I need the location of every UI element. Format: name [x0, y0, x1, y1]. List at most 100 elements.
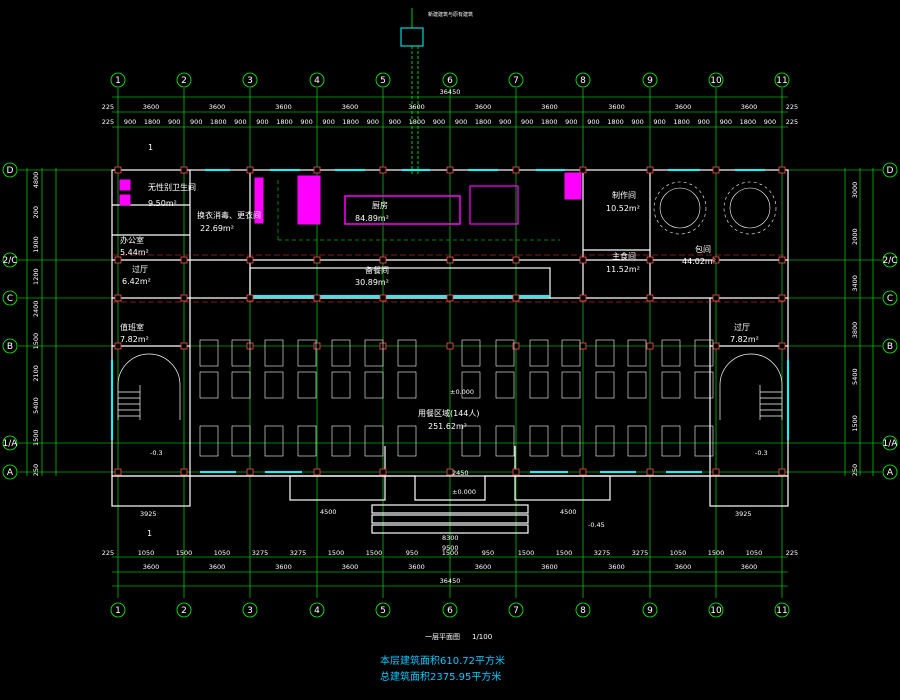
banquet-tables — [653, 181, 777, 235]
stair-section-mark: 1 — [147, 529, 152, 538]
stair-left — [117, 353, 181, 420]
axis-top-11: 11 — [774, 72, 790, 88]
dim-top-segment: 900 — [521, 118, 533, 126]
dim-bottom-segment: 1050 — [214, 549, 231, 557]
room-staple-area: 11.52m² — [606, 265, 640, 274]
dining-table — [461, 371, 481, 399]
axis-top-6-label: 6 — [447, 76, 453, 86]
corridor-right: 3925 — [735, 510, 752, 518]
column — [778, 256, 786, 264]
dining-table — [264, 425, 284, 457]
entry-mid: 2450 — [452, 469, 469, 477]
axis-bottom-9-label: 9 — [647, 606, 653, 616]
service-lines — [277, 180, 560, 241]
dim-bottom-segment: 1500 — [366, 549, 383, 557]
axis-right-C-label: C — [887, 294, 893, 304]
axis-top-5: 5 — [375, 72, 391, 88]
axis-right-1/A: 1/A — [883, 435, 898, 451]
column — [778, 468, 786, 476]
room-kitchen-area: 84.89m² — [355, 214, 389, 223]
dining-table — [627, 339, 647, 367]
axis-top-8: 8 — [575, 72, 591, 88]
dim-top-bay: 3600 — [541, 103, 558, 111]
dining-table — [461, 425, 481, 457]
axis-bottom-6: 6 — [442, 602, 458, 618]
axis-top-3: 3 — [242, 72, 258, 88]
dim-top-bay: 3600 — [275, 103, 292, 111]
dim-right: 5400 — [851, 368, 859, 385]
column — [313, 166, 321, 174]
room-staple-name: 主食间 — [612, 251, 636, 261]
section-top-mark: 1 — [148, 143, 153, 152]
axis-right-A: A — [882, 464, 898, 480]
dining-table — [529, 339, 549, 367]
dim-top-segment: 1800 — [276, 118, 293, 126]
dim-right: 3800 — [851, 322, 859, 339]
dining-table — [199, 339, 219, 367]
axis-bottom-1-label: 1 — [115, 606, 121, 616]
dim-top-segment: 1800 — [541, 118, 558, 126]
axis-bottom-8: 8 — [575, 602, 591, 618]
column — [180, 166, 188, 174]
column — [180, 468, 188, 476]
column — [579, 342, 587, 350]
dining-table — [595, 371, 615, 399]
area-this-floor: 本层建筑面积610.72平方米 — [380, 656, 505, 667]
axis-bottom-8-label: 8 — [580, 606, 586, 616]
column — [646, 256, 654, 264]
dim-top-segment: 1800 — [607, 118, 624, 126]
dim-top-bay: 3600 — [675, 103, 692, 111]
axis-top-9-label: 9 — [647, 76, 653, 86]
column — [114, 294, 122, 302]
dim-top-segment: 900 — [322, 118, 334, 126]
elev-center: ±0.000 — [450, 388, 474, 396]
column — [114, 468, 122, 476]
axis-left-C: C — [2, 290, 18, 306]
dining-table — [297, 371, 317, 399]
dining-table — [694, 425, 714, 457]
dining-table — [595, 425, 615, 457]
room-banquet-area: 44.02m² — [682, 257, 716, 266]
column — [712, 468, 720, 476]
room-labels: 无性别卫生间 9.50m² 办公室 5.44m² 过厅 6.42m² 值班室 7… — [120, 182, 759, 431]
room-toilet-name: 无性别卫生间 — [148, 182, 196, 192]
dim-bottom-bay: 3600 — [608, 563, 625, 571]
column — [646, 294, 654, 302]
dim-bottom-bay: 3600 — [408, 563, 425, 571]
room-changing-name: 换衣消毒、更衣间 — [197, 210, 261, 220]
entry-width: 8300 — [442, 534, 459, 542]
dim-top-segment: 900 — [631, 118, 643, 126]
axis-bottom-11-label: 11 — [776, 606, 787, 616]
axis-bottom-3: 3 — [242, 602, 258, 618]
axis-top-2-label: 2 — [181, 76, 187, 86]
elev-left: -0.3 — [150, 449, 163, 457]
column — [180, 294, 188, 302]
dining-table — [561, 371, 581, 399]
column — [512, 294, 520, 302]
dining-table — [627, 425, 647, 457]
axis-right-B-label: B — [887, 342, 893, 352]
dim-bottom-segment: 3275 — [252, 549, 269, 557]
axis-top-4-label: 4 — [314, 76, 320, 86]
dim-top-segment: 1800 — [740, 118, 757, 126]
dining-table — [561, 425, 581, 457]
column — [446, 256, 454, 264]
axis-bottom-7: 7 — [508, 602, 524, 618]
column — [180, 256, 188, 264]
dim-top-segment: 1800 — [210, 118, 227, 126]
column — [313, 342, 321, 350]
dim-top-segment: 900 — [455, 118, 467, 126]
room-dining-name: 用餐区域(144人) — [418, 408, 480, 418]
axis-right-2/C: 2/C — [882, 252, 898, 268]
dining-table — [495, 339, 515, 367]
dining-table — [397, 425, 417, 457]
axis-top-1: 1 — [110, 72, 126, 88]
dining-table — [694, 371, 714, 399]
dim-left: 1200 — [32, 268, 40, 285]
column — [646, 342, 654, 350]
dim-bottom-segment: 225 — [102, 549, 114, 557]
